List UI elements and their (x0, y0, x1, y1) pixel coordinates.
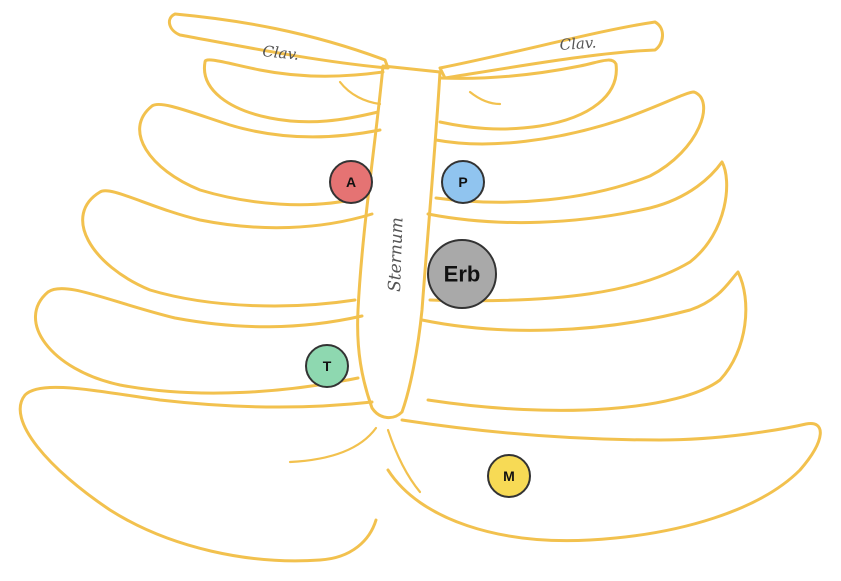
marker-p-label: P (458, 174, 467, 190)
sternum (356, 64, 442, 419)
clavicle-right (438, 20, 664, 80)
rib-left-2 (138, 102, 382, 207)
clavicle-right-label: Clav. (559, 33, 597, 54)
rib-right-1 (438, 58, 618, 131)
marker-t-label: T (323, 358, 332, 374)
marker-erb-circle (427, 239, 497, 309)
marker-mitral: M (487, 454, 531, 498)
left-ribs (18, 58, 385, 563)
rib-right-5-inner (386, 428, 422, 494)
marker-m-label: M (503, 468, 515, 484)
right-ribs (386, 58, 822, 543)
rib-left-3 (81, 189, 374, 308)
marker-t-circle (305, 344, 349, 388)
marker-pulmonic: P (441, 160, 485, 204)
rib-right-5 (386, 418, 822, 543)
rib-left-5-inner (288, 426, 378, 464)
rib-right-2 (434, 90, 705, 204)
marker-m-circle (487, 454, 531, 498)
rib-left-5 (18, 385, 378, 563)
marker-p-circle (441, 160, 485, 204)
rib-right-4 (420, 270, 748, 412)
marker-erb: Erb (427, 239, 497, 309)
rib-left-1 (202, 58, 385, 124)
clavicle-left (167, 12, 390, 70)
rib-right-1-inner (468, 90, 502, 106)
sternum-label: Sternum (385, 217, 408, 292)
marker-tricuspid: T (305, 344, 349, 388)
rib-left-1-inner (338, 80, 382, 106)
rib-left-4 (34, 287, 364, 395)
marker-erb-label: Erb (444, 262, 481, 287)
clavicle-left-label: Clav. (262, 42, 300, 64)
marker-a-circle (329, 160, 373, 204)
marker-a-label: A (346, 174, 356, 190)
rib-right-3 (426, 160, 729, 303)
marker-aortic: A (329, 160, 373, 204)
